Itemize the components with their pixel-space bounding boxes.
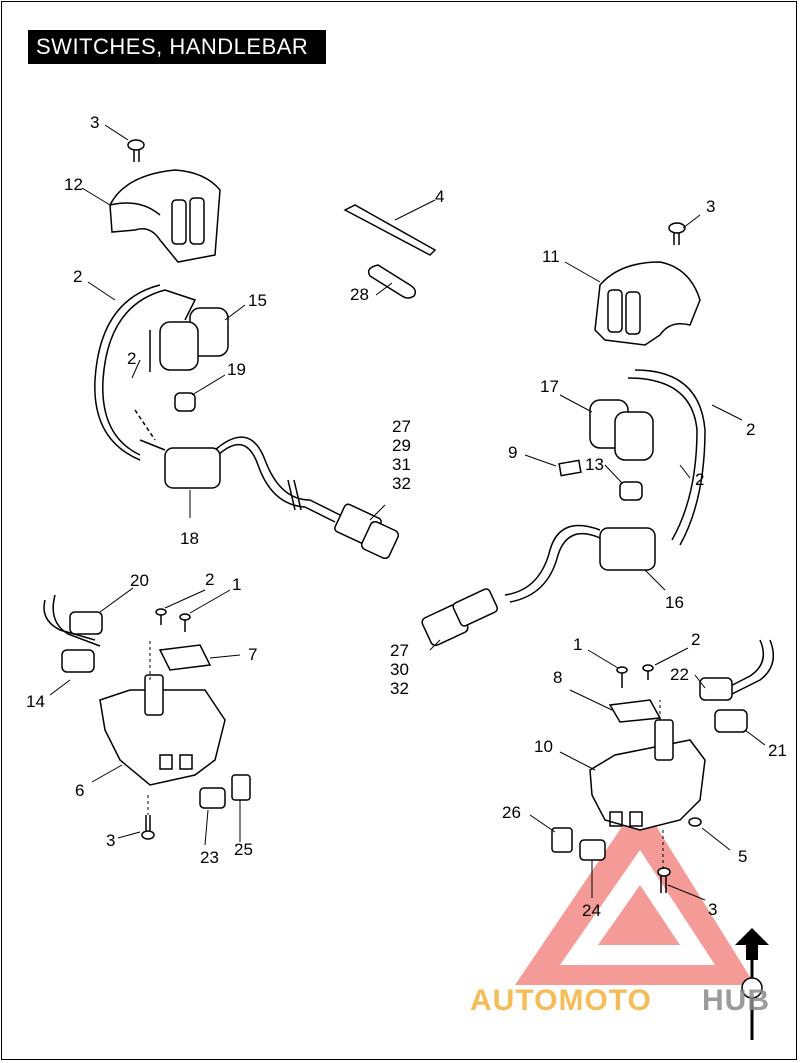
callout-1: 1 [232, 575, 241, 594]
callout-32: 32 [392, 474, 411, 493]
callout-11: 11 [542, 247, 560, 266]
button-cap-23 [199, 787, 226, 809]
screw-icon [141, 815, 155, 840]
callout-30: 30 [390, 660, 409, 679]
switch-assembly-15 [149, 289, 229, 372]
front-arrow-icon [735, 928, 769, 1040]
callout-32: 32 [390, 679, 409, 698]
screw-icon [127, 139, 145, 162]
callout-27: 27 [390, 641, 409, 660]
callout-18: 18 [180, 529, 199, 548]
callout-labels: 3 12 2 15 2 19 18 4 28 3 11 17 2 9 13 2 … [26, 113, 787, 920]
screw-icon [179, 613, 191, 632]
callout-28: 28 [350, 285, 369, 304]
callout-2: 2 [691, 630, 700, 649]
callout-15: 15 [248, 291, 267, 310]
callout-3: 3 [106, 831, 115, 850]
callout-22: 22 [670, 665, 689, 684]
callout-25: 25 [234, 840, 253, 859]
switch-19 [174, 392, 196, 412]
button-cap-25 [231, 774, 251, 801]
button-cap-24 [579, 839, 606, 861]
callout-29: 29 [392, 436, 411, 455]
callout-24: 24 [582, 901, 601, 920]
lower-switch-housing-right [589, 639, 775, 831]
switch-13 [619, 481, 643, 501]
screw-icon [668, 222, 686, 245]
callout-2: 2 [746, 420, 755, 439]
callout-3: 3 [706, 197, 715, 216]
wiring-harness-left [94, 284, 311, 511]
switch-housing-cover-left [109, 169, 221, 263]
callout-19: 19 [227, 360, 246, 379]
callout-12: 12 [64, 175, 83, 194]
callout-4: 4 [435, 187, 444, 206]
leader-lines [49, 124, 766, 901]
page-title: SWITCHES, HANDLEBAR [28, 30, 326, 64]
lower-switch-housing-left [43, 594, 226, 786]
callout-3: 3 [708, 900, 717, 919]
mounting-plate-left [158, 644, 212, 671]
callout-stack-left: 27 29 31 32 [392, 417, 411, 493]
watermark-text-part1: AUTOMOTO [470, 984, 652, 1017]
pad-9 [558, 459, 582, 477]
callout-3: 3 [90, 113, 99, 132]
callout-2: 2 [73, 267, 82, 286]
callout-5: 5 [738, 847, 747, 866]
button-cap-26 [551, 827, 573, 853]
switch-housing-cover-right [594, 261, 701, 346]
callout-16: 16 [665, 593, 684, 612]
switch-assembly-16 [599, 527, 656, 571]
watermark-logo-text: AUTOMOTO HUB [470, 984, 770, 1017]
screw-icon [616, 666, 628, 688]
callout-2: 2 [205, 570, 214, 589]
connector-right [421, 588, 499, 647]
callout-26: 26 [502, 803, 521, 822]
callout-8: 8 [553, 668, 562, 687]
callout-17: 17 [540, 377, 559, 396]
callout-6: 6 [75, 781, 84, 800]
callout-2: 2 [127, 349, 136, 368]
callout-7: 7 [248, 645, 257, 664]
callout-10: 10 [534, 737, 553, 756]
callout-13: 13 [585, 455, 604, 474]
watermark-logo-triangle [515, 800, 755, 985]
switch-assembly-17 [589, 399, 654, 461]
callout-21: 21 [768, 741, 787, 760]
watermark-text-part2: HUB [702, 984, 770, 1017]
callout-1: 1 [573, 635, 582, 654]
callout-2: 2 [695, 470, 704, 489]
screw-icon [155, 608, 167, 625]
wiring-harness-right [504, 369, 706, 603]
mounting-plate-right [608, 699, 662, 723]
plug-5 [688, 817, 702, 827]
callout-14: 14 [26, 692, 45, 711]
screw-icon [642, 664, 654, 680]
screw-icon [657, 867, 671, 893]
callout-9: 9 [508, 443, 517, 462]
switch-assembly-18 [134, 409, 221, 489]
connector-left [304, 499, 400, 560]
callout-27: 27 [392, 417, 411, 436]
callout-31: 31 [392, 455, 411, 474]
callout-20: 20 [130, 571, 149, 590]
callout-stack-right: 27 30 32 [390, 641, 409, 698]
sleeve-tube [367, 264, 417, 299]
cable-tie [343, 204, 437, 256]
callout-23: 23 [200, 848, 219, 867]
